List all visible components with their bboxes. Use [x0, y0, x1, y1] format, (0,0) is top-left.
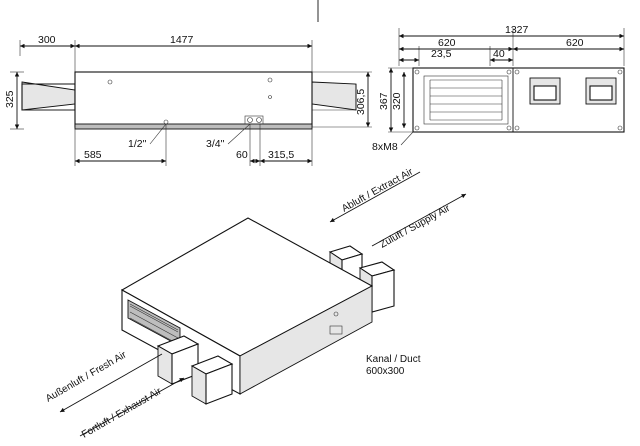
- top-view: 1327 620 620 23,5 40: [372, 24, 625, 153]
- side-view: 300 1477 325 306,5 1/2" 3: [4, 34, 372, 166]
- flow-exhaust: Fortluft / Exhaust Air: [79, 377, 185, 441]
- label-mounting: 8xM8: [372, 141, 398, 153]
- dim-top-gap-b: 40: [493, 48, 505, 60]
- dim-side-offset-b: 60: [236, 149, 248, 161]
- dim-top-gap-a: 23,5: [431, 48, 452, 60]
- dim-top-height-a: 367: [378, 92, 390, 110]
- dim-top-total: 1327: [505, 24, 529, 36]
- dim-top-left: 620: [438, 37, 456, 49]
- dim-top-height-b: 320: [391, 92, 403, 110]
- duct-size: 600x300: [366, 366, 405, 377]
- label-fresh-air: Außenluft / Fresh Air: [44, 349, 129, 404]
- dim-side-length: 1477: [170, 34, 194, 46]
- dim-top-right: 620: [566, 37, 584, 49]
- flow-supply: Zuluft / Supply Air: [371, 193, 467, 251]
- dim-side-offset-c: 315,5: [268, 149, 294, 161]
- label-water-pipe: 3/4": [206, 138, 225, 150]
- dim-side-body-height: 306,5: [355, 89, 367, 115]
- dim-side-height: 325: [4, 90, 16, 108]
- flow-extract: Abluft / Extract Air: [329, 166, 421, 223]
- label-supply-air: Zuluft / Supply Air: [378, 203, 452, 251]
- label-extract-air: Abluft / Extract Air: [340, 166, 415, 214]
- duct-title: Kanal / Duct: [366, 354, 421, 365]
- isometric-view: [120, 217, 396, 405]
- dim-side-left-duct: 300: [38, 34, 56, 46]
- dim-side-offset-a: 585: [84, 149, 102, 161]
- label-drain-pipe: 1/2": [128, 138, 147, 150]
